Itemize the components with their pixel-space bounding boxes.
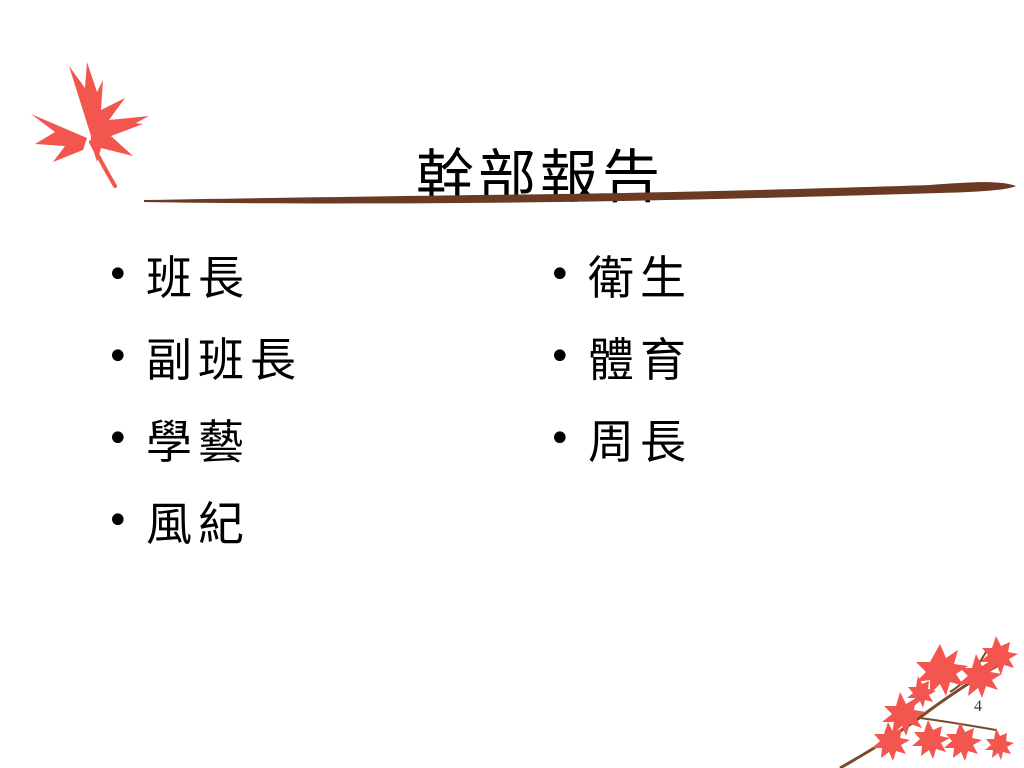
- maple-branch-icon: [839, 636, 1018, 768]
- left-item-list: • 班長 • 副班長 • 學藝 • 風紀: [106, 234, 302, 562]
- list-item-label: 風紀: [146, 497, 250, 551]
- list-item-label: 學藝: [146, 415, 250, 469]
- bullet: •: [106, 252, 136, 298]
- bullet: •: [106, 416, 136, 462]
- list-item: • 周長: [548, 398, 692, 480]
- list-item-label: 衛生: [588, 251, 692, 305]
- list-item: • 風紀: [106, 480, 302, 562]
- brush-divider: [144, 182, 1016, 204]
- bullet: •: [106, 498, 136, 544]
- list-item: • 班長: [106, 234, 302, 316]
- right-item-list: • 衛生 • 體育 • 周長: [548, 234, 692, 480]
- list-item: • 體育: [548, 316, 692, 398]
- list-item: • 衛生: [548, 234, 692, 316]
- bullet: •: [548, 416, 578, 462]
- list-item-label: 副班長: [146, 333, 302, 387]
- maple-leaf-icon: [31, 62, 149, 188]
- bullet: •: [106, 334, 136, 380]
- list-item-label: 體育: [588, 333, 692, 387]
- bullet: •: [548, 252, 578, 298]
- page-number: 4: [974, 698, 982, 715]
- list-item: • 副班長: [106, 316, 302, 398]
- list-item-label: 周長: [588, 415, 692, 469]
- list-item: • 學藝: [106, 398, 302, 480]
- list-item-label: 班長: [146, 251, 250, 305]
- bullet: •: [548, 334, 578, 380]
